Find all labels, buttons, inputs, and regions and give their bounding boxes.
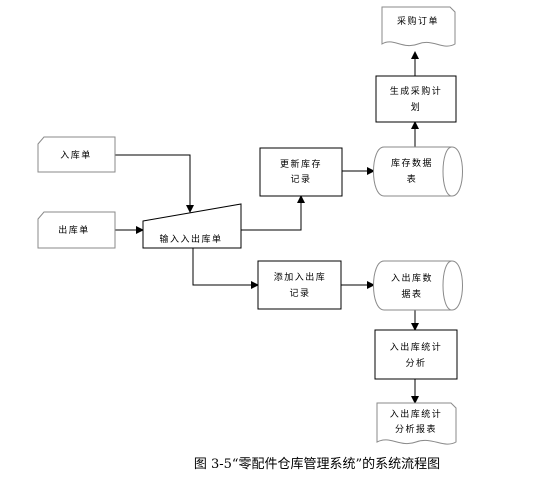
input-in-out-form-label: 输入入出库单: [159, 233, 222, 245]
stock-data-table-label-1: 库存数据: [391, 157, 433, 169]
stock-data-table-label-2: 表: [407, 173, 418, 185]
node-stock-in-form: 入库单: [37, 136, 116, 173]
node-purchase-order: 采购订单: [381, 6, 456, 47]
add-in-out-record-label-1: 添加入出库: [274, 271, 327, 283]
node-stock-data-table: 库存数据 表: [373, 146, 463, 197]
stock-out-form-label: 出库单: [58, 224, 90, 236]
update-stock-record-label-2: 记录: [290, 174, 311, 185]
update-stock-record-label-1: 更新库存: [280, 158, 322, 170]
connectors: [115, 51, 419, 404]
in-out-statistics-analysis-label-2: 分析: [405, 357, 426, 369]
generate-purchase-plan-label-1: 生成采购计: [390, 85, 443, 97]
stock-in-form-label: 入库单: [60, 149, 92, 161]
add-in-out-record-label-2: 记录: [289, 288, 310, 299]
edge-input-to-add: [192, 248, 259, 289]
edge-input-to-update: [241, 195, 305, 231]
node-generate-purchase-plan: 生成采购计 划: [375, 75, 457, 123]
node-in-out-statistics-report: 入出库统计 分析报表: [376, 402, 457, 445]
purchase-order-label: 采购订单: [397, 15, 439, 27]
node-input-in-out-form: 输入入出库单: [142, 203, 242, 249]
in-out-statistics-report-label-2: 分析报表: [395, 423, 437, 435]
node-in-out-data-table: 入出库数 据表: [373, 260, 463, 311]
in-out-data-table-label-1: 入出库数: [391, 272, 433, 284]
in-out-data-table-label-2: 据表: [401, 288, 422, 300]
node-update-stock-record: 更新库存 记录: [259, 147, 343, 197]
node-stock-out-form: 出库单: [37, 211, 116, 249]
figure-caption: 图 3-5“零配件仓库管理系统”的系统流程图: [194, 456, 440, 472]
generate-purchase-plan-label-2: 划: [411, 101, 422, 113]
in-out-statistics-analysis-label-1: 入出库统计: [390, 341, 443, 353]
node-add-in-out-record: 添加入出库 记录: [257, 260, 342, 310]
edge-stock-in-to-input: [115, 154, 194, 213]
node-in-out-statistics-analysis: 入出库统计 分析: [374, 329, 458, 380]
in-out-statistics-report-label-1: 入出库统计: [390, 408, 443, 420]
